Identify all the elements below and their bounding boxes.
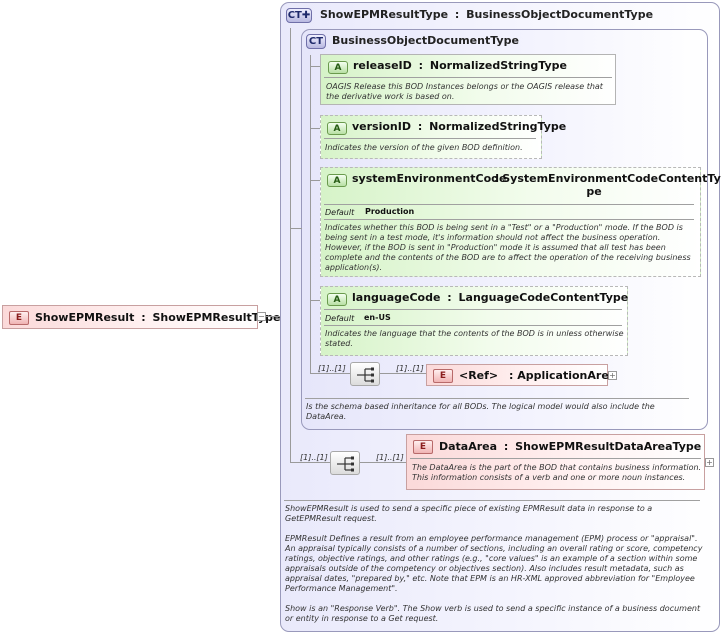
attribute-documentation: Indicates the version of the given BOD d… — [325, 143, 523, 152]
data-area-name: DataArea : ShowEPMResultDataAreaType — [439, 440, 702, 453]
inner-type-connector — [290, 228, 302, 229]
separator — [324, 204, 694, 205]
attr-connector — [310, 300, 322, 301]
default-label: Default — [325, 208, 355, 217]
application-area-element[interactable]: E <Ref> : ApplicationArea — [426, 364, 616, 386]
attribute-badge-icon: A — [328, 61, 348, 74]
attribute-name: systemEnvironmentCode — [352, 172, 507, 185]
complex-type-badge-icon: CT — [306, 34, 326, 49]
attribute-badge-icon: A — [327, 122, 347, 135]
attribute-name: versionID : NormalizedStringType — [352, 120, 567, 133]
element-badge-icon: E — [9, 311, 29, 325]
root-element-box[interactable]: E ShowEPMResult : ShowEPMResultType — [2, 305, 280, 329]
default-label: Default — [325, 314, 355, 323]
cardinality-label: [1]..[1] — [396, 364, 424, 373]
attribute-badge-icon: A — [327, 174, 347, 187]
separator — [305, 398, 689, 399]
outer-type-documentation: ShowEPMResult is used to send a specific… — [285, 504, 703, 624]
ref-label: <Ref> — [459, 369, 499, 382]
sequence-icon — [357, 367, 374, 383]
attribute-badge-icon: A — [327, 293, 347, 306]
expand-application-area-toggle[interactable]: + — [608, 371, 617, 380]
attribute-system-environment-code[interactable]: A systemEnvironmentCode : SystemEnvironm… — [320, 167, 721, 277]
outer-sequence-connector — [290, 462, 330, 463]
data-area-documentation: The DataArea is the part of the BOD that… — [412, 463, 702, 482]
attribute-name: releaseID : NormalizedStringType — [353, 59, 568, 72]
outer-rail — [290, 28, 291, 462]
outer-type-title: ShowEPMResultType : BusinessObjectDocume… — [320, 8, 654, 21]
root-element-name: ShowEPMResult : ShowEPMResultType — [35, 311, 281, 324]
collapse-root-toggle[interactable]: − — [257, 312, 266, 321]
attribute-name: languageCode : LanguageCodeContentType — [352, 291, 629, 304]
element-badge-icon: E — [433, 369, 453, 383]
default-value: Production — [365, 207, 415, 216]
cardinality-label: [1]..[1] — [376, 453, 404, 462]
attribute-type: : SystemEnvironmentCodeContentTy pe — [494, 172, 721, 198]
separator — [324, 219, 694, 220]
attribute-documentation: Indicates whether this BOD is being sent… — [325, 223, 691, 272]
doc-paragraph: ShowEPMResult is used to send a specific… — [285, 504, 653, 523]
separator — [284, 500, 700, 501]
attr-connector — [310, 66, 322, 67]
sequence-icon — [337, 456, 354, 472]
cardinality-label: [1]..[1] — [300, 453, 328, 462]
inner-type-title: BusinessObjectDocumentType — [332, 34, 519, 47]
doc-paragraph: Show is an "Response Verb". The Show ver… — [285, 604, 701, 623]
attribute-language-code[interactable]: A languageCode : LanguageCodeContentType… — [320, 286, 628, 356]
complex-type-extension-badge-icon: CT✚ — [286, 8, 312, 23]
expand-data-area-toggle[interactable]: + — [705, 458, 714, 467]
inner-type-documentation: Is the schema based inheritance for all … — [306, 402, 655, 421]
attribute-documentation: Indicates the language that the contents… — [325, 329, 624, 348]
sequence-compositor-icon[interactable] — [330, 451, 360, 475]
data-area-element[interactable]: E DataArea : ShowEPMResultDataAreaType T… — [406, 434, 705, 490]
ref-type: : ApplicationArea — [509, 369, 617, 382]
separator — [410, 458, 701, 459]
seq-to-elem-connector — [380, 373, 426, 374]
doc-paragraph: EPMResult Defines a result from an emplo… — [285, 534, 703, 593]
default-value: en-US — [364, 313, 391, 322]
attribute-release-id[interactable]: A releaseID : NormalizedStringType OAGIS… — [320, 54, 616, 105]
attribute-version-id[interactable]: A versionID : NormalizedStringType Indic… — [320, 115, 566, 159]
separator — [324, 309, 622, 310]
attribute-documentation: OAGIS Release this BOD Instances belongs… — [326, 82, 603, 101]
element-badge-icon: E — [413, 440, 433, 454]
sequence-connector — [310, 373, 350, 374]
separator — [324, 325, 622, 326]
cardinality-label: [1]..[1] — [318, 364, 346, 373]
seq-to-elem-connector — [360, 462, 406, 463]
attr-connector — [310, 128, 322, 129]
separator — [324, 77, 612, 78]
separator — [324, 138, 536, 139]
attr-connector — [310, 180, 322, 181]
attribute-rail — [310, 55, 311, 373]
root-connector — [266, 316, 280, 317]
sequence-compositor-icon[interactable] — [350, 362, 380, 386]
